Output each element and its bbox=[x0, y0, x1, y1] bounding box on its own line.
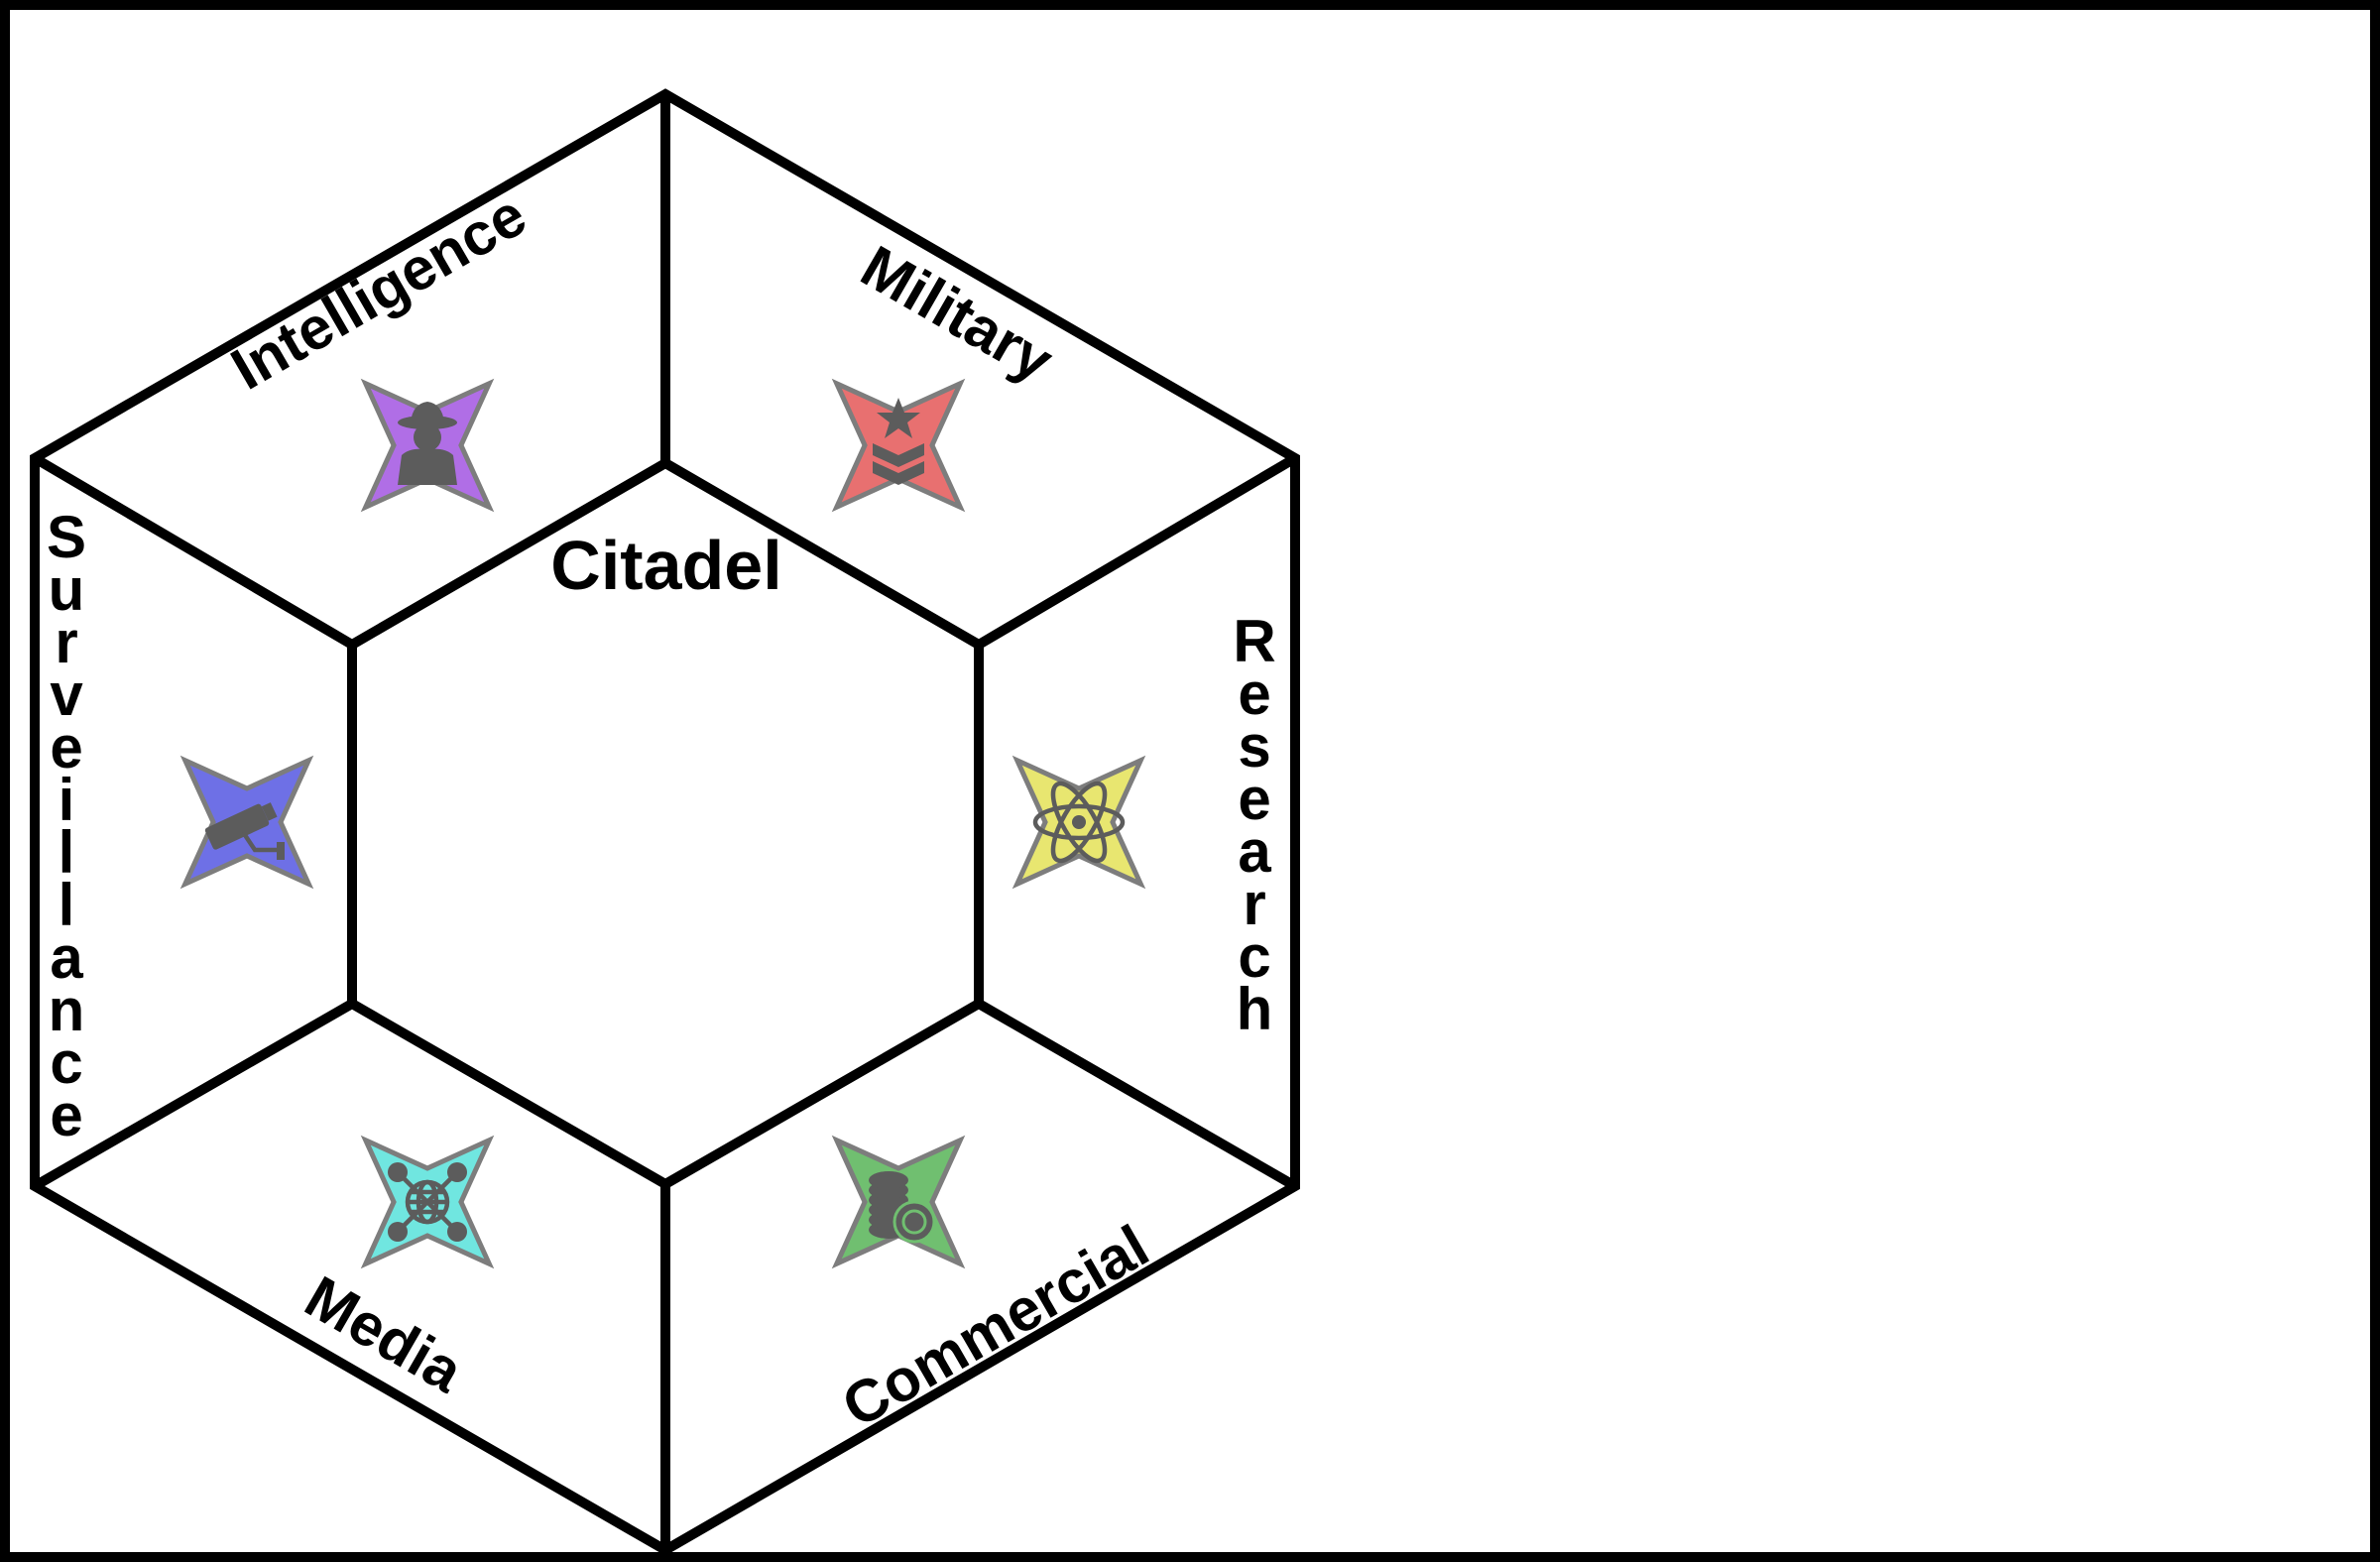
label-letter: e bbox=[1238, 661, 1270, 727]
label-letter: a bbox=[50, 924, 83, 991]
label-letter: u bbox=[49, 556, 85, 623]
label-letter: s bbox=[1238, 713, 1270, 780]
divider-left-bottom bbox=[32, 999, 355, 1191]
sector-label-intelligence: Intelligence bbox=[220, 181, 536, 403]
label-letter: e bbox=[50, 1082, 82, 1148]
sector-star-military bbox=[831, 378, 966, 513]
label-letter: v bbox=[50, 661, 83, 728]
label-letter: c bbox=[50, 1029, 82, 1096]
divider-right-top bbox=[976, 453, 1298, 650]
divider-left-top bbox=[32, 453, 355, 650]
label-letter: r bbox=[55, 609, 77, 675]
label-letter: l bbox=[59, 872, 75, 938]
label-letter: S bbox=[47, 504, 86, 570]
label-letter: R bbox=[1233, 608, 1275, 674]
label-letter: c bbox=[1238, 923, 1270, 990]
sector-label-military: Military bbox=[851, 233, 1065, 395]
network-globe-icon bbox=[388, 1162, 467, 1242]
divider-right-bottom bbox=[976, 999, 1298, 1191]
label-letter: h bbox=[1237, 976, 1273, 1042]
security-camera-icon bbox=[204, 802, 285, 860]
label-letter: e bbox=[1238, 766, 1270, 832]
center-label: Citadel bbox=[550, 527, 781, 604]
label-letter: e bbox=[50, 714, 82, 781]
label-letter: i bbox=[59, 767, 75, 833]
label-letter: r bbox=[1243, 871, 1265, 937]
atom-icon bbox=[1032, 781, 1126, 864]
coins-icon bbox=[869, 1171, 936, 1244]
military-rank-icon bbox=[873, 398, 924, 485]
label-letter: n bbox=[49, 977, 85, 1043]
label-letter: a bbox=[1238, 818, 1271, 885]
label-letter: l bbox=[59, 819, 75, 886]
spy-icon bbox=[398, 402, 457, 485]
